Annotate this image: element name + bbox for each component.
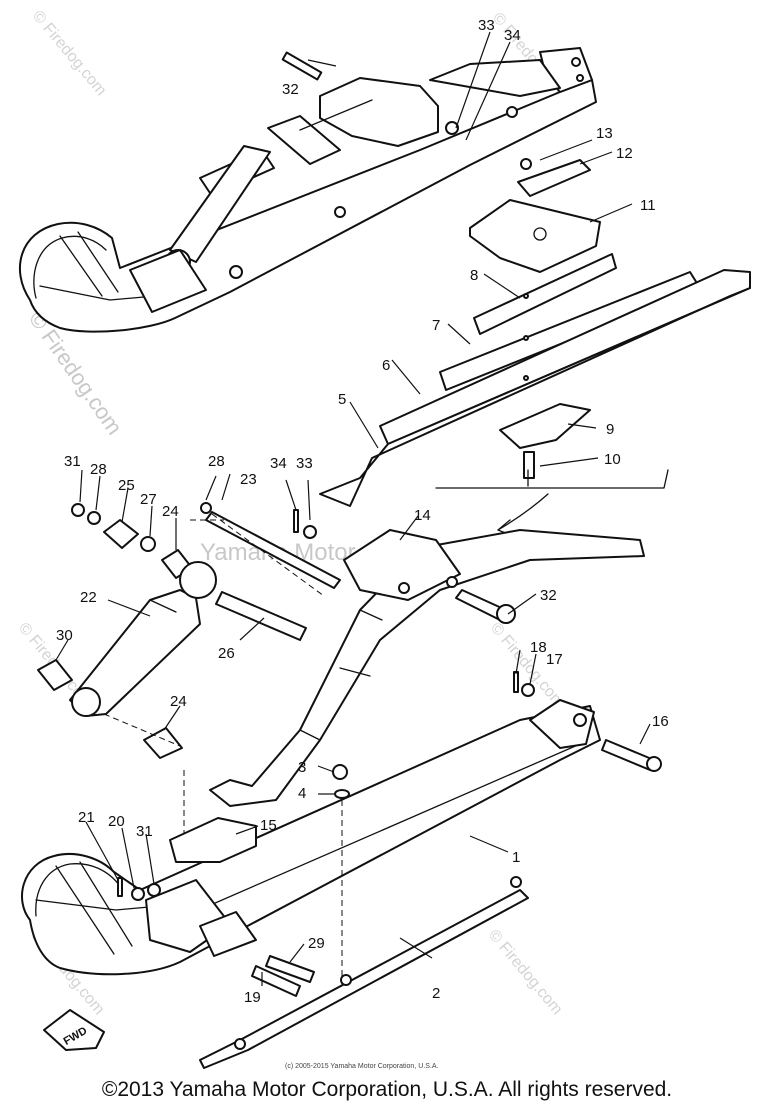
part-5-leaf xyxy=(319,287,751,507)
callout-leaders xyxy=(55,31,651,986)
callout-32: 32 xyxy=(282,81,299,98)
callout-19: 19 xyxy=(244,989,261,1006)
part-23-bolt xyxy=(205,511,341,589)
callout-34b: 34 xyxy=(270,455,287,472)
exploded-upper-parts xyxy=(319,158,751,535)
callout-28: 28 xyxy=(90,461,107,478)
callout-7: 7 xyxy=(432,317,440,334)
callout-1: 1 xyxy=(512,849,520,866)
callout-27: 27 xyxy=(140,491,157,508)
callout-28b: 28 xyxy=(208,453,225,470)
callout-21: 21 xyxy=(78,809,95,826)
callout-4: 4 xyxy=(298,785,306,802)
watermark-site-lowright: © Firedog.com xyxy=(485,927,566,1018)
part-30-collar xyxy=(37,659,73,691)
fwd-arrow xyxy=(43,1009,105,1051)
part-3-nut xyxy=(332,764,348,780)
callout-29: 29 xyxy=(308,935,325,952)
callout-25: 25 xyxy=(118,477,135,494)
part-27-washer xyxy=(140,536,156,552)
callout-17: 17 xyxy=(546,651,563,668)
callout-33: 33 xyxy=(478,17,495,34)
callout-33b: 33 xyxy=(296,455,313,472)
callout-6: 6 xyxy=(382,357,390,374)
assembled-ski-top xyxy=(18,47,597,333)
callout-31: 31 xyxy=(64,453,81,470)
callout-18: 18 xyxy=(530,639,547,656)
part-25-collar xyxy=(103,519,139,549)
callout-30: 30 xyxy=(56,627,73,644)
exploded-mid-spring xyxy=(209,529,645,807)
callout-13: 13 xyxy=(596,125,613,142)
shock-components xyxy=(37,502,341,836)
callout-2: 2 xyxy=(432,985,440,1002)
part-28-washer xyxy=(87,511,101,525)
callout-24: 24 xyxy=(162,503,179,520)
copyright-footer: ©2013 Yamaha Motor Corporation, U.S.A. A… xyxy=(101,1078,673,1101)
callout-11: 11 xyxy=(640,197,656,214)
part-31-nut xyxy=(71,503,85,517)
callout-20: 20 xyxy=(108,813,125,830)
callout-9: 9 xyxy=(606,421,614,438)
part-9-plate xyxy=(499,403,591,449)
callout-26: 26 xyxy=(218,645,235,662)
callout-32b: 32 xyxy=(540,587,557,604)
callout-31b: 31 xyxy=(136,823,153,840)
part-12-clip xyxy=(517,159,591,197)
watermark-site-topleft: © Firedog.com xyxy=(29,8,110,99)
callout-23: 23 xyxy=(240,471,257,488)
callout-10: 10 xyxy=(604,451,621,468)
small-credit: (c) 2005-2015 Yamaha Motor Corporation, … xyxy=(285,1063,439,1070)
part-6-leaf xyxy=(379,269,751,445)
callout-14: 14 xyxy=(414,507,431,524)
part-8-leaf xyxy=(473,253,617,335)
callout-24b: 24 xyxy=(170,693,187,710)
part-24-bushing-lower xyxy=(143,727,183,759)
part-29-bolt xyxy=(265,955,315,983)
callout-22: 22 xyxy=(80,589,97,606)
callout-5: 5 xyxy=(338,391,346,408)
part-10-bolt xyxy=(523,451,535,479)
part-15-bracket xyxy=(169,817,257,863)
lower-ski: FWD xyxy=(21,671,662,1069)
part-26-shaft xyxy=(215,591,307,641)
callout-34: 34 xyxy=(504,27,521,44)
callout-16: 16 xyxy=(652,713,669,730)
callout-3: 3 xyxy=(298,759,306,776)
part-4-washer xyxy=(334,789,350,799)
callout-12: 12 xyxy=(616,145,633,162)
part-14-bracket xyxy=(343,529,461,601)
part-19-bolt xyxy=(251,965,301,997)
callout-labels: 1 2 3 4 5 6 7 8 9 10 11 12 13 14 15 16 1… xyxy=(56,17,669,1006)
callout-15: 15 xyxy=(260,817,277,834)
callout-8: 8 xyxy=(470,267,478,284)
